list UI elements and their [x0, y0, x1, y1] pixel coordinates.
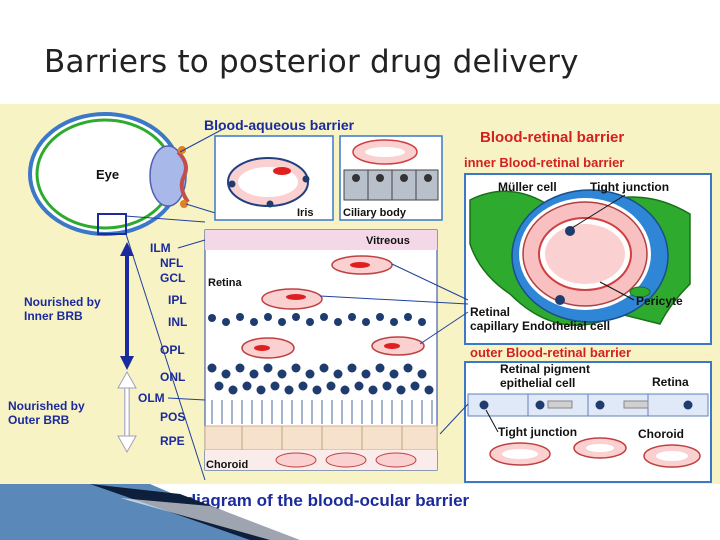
outer-brb-title: outer Blood-retinal barrier	[470, 345, 631, 360]
pericyte-label: Pericyte	[636, 294, 683, 308]
retinal-capillary-line2: capillary Endothelial cell	[470, 319, 610, 333]
layer-rpe: RPE	[160, 434, 185, 448]
tight-junction-label: Tight junction	[590, 180, 669, 194]
retinal-layer-labels: ILM NFL GCL IPL INL OPL ONL OLM POS RPE	[138, 241, 187, 448]
retinal-capillary-line1: Retinal	[470, 305, 510, 319]
choroid-right-label: Choroid	[638, 427, 684, 441]
eye-label: Eye	[96, 167, 119, 182]
layer-ilm: ILM	[150, 241, 171, 255]
blood-ocular-barrier-figure: Eye Blood-aqueous barrier Iris Ciliary b…	[0, 104, 720, 524]
nourished-outer-line1: Nourished by	[8, 399, 85, 413]
nourished-inner-line2: Inner BRB	[24, 309, 83, 323]
decorative-swoosh	[0, 484, 310, 540]
photoreceptor-segments	[211, 400, 433, 424]
inner-nuclear-layer	[208, 313, 426, 326]
tight-junction-bottom-label: Tight junction	[498, 425, 577, 439]
layer-ipl: IPL	[168, 293, 187, 307]
layer-opl: OPL	[160, 343, 185, 357]
nourished-outer-arrow	[117, 370, 137, 454]
outer-nuclear-layer	[207, 363, 434, 395]
layer-gcl: GCL	[160, 271, 185, 285]
layer-olm: OLM	[138, 391, 165, 405]
muller-cell-label: Müller cell	[498, 180, 557, 194]
nourished-inner-arrow	[120, 242, 134, 370]
blood-aqueous-barrier-title: Blood-aqueous barrier	[204, 117, 355, 133]
nourished-inner-line1: Nourished by	[24, 295, 101, 309]
inner-brb-capillary	[469, 189, 691, 326]
iris-label: Iris	[297, 207, 314, 219]
layer-onl: ONL	[160, 370, 185, 384]
rpe-cell-line2: epithelial cell	[500, 376, 575, 390]
retina-right-label: Retina	[652, 375, 689, 389]
layer-inl: INL	[168, 315, 187, 329]
rpe-cell-line1: Retinal pigment	[500, 362, 590, 376]
choroid-label: Choroid	[206, 459, 248, 471]
blood-retinal-barrier-title: Blood-retinal barrier	[480, 129, 624, 146]
layer-nfl: NFL	[160, 256, 183, 270]
nourished-outer-line2: Outer BRB	[8, 413, 70, 427]
inner-brb-title: inner Blood-retinal barrier	[464, 155, 624, 170]
outer-brb-cells	[467, 393, 709, 468]
ciliary-body-label: Ciliary body	[343, 207, 407, 219]
retina-zoom-box	[97, 213, 127, 235]
retina-label: Retina	[208, 277, 243, 289]
slide-title: Barriers to posterior drug delivery	[44, 44, 579, 80]
layer-pos: POS	[160, 410, 185, 424]
vitreous-label: Vitreous	[366, 235, 410, 247]
